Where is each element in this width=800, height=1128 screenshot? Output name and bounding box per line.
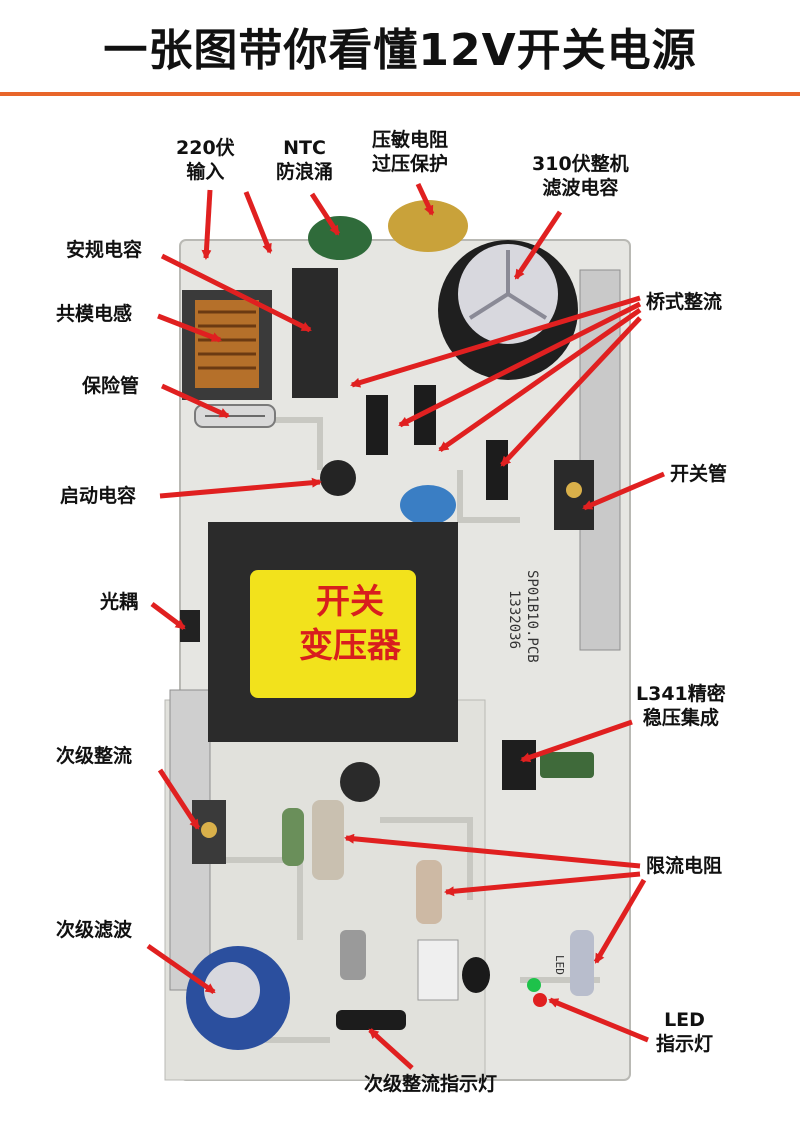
regulator-ic bbox=[502, 740, 536, 790]
label-switch-tube: 开关管 bbox=[670, 463, 728, 485]
safety-capacitor bbox=[292, 268, 338, 398]
label-filter-cap-line-2: 滤波电容 bbox=[542, 177, 619, 199]
label-safety-cap: 安规电容 bbox=[66, 239, 143, 261]
label-sec-led: 次级整流指示灯 bbox=[364, 1073, 498, 1095]
arrow-bridge-2 bbox=[398, 301, 642, 428]
arrow-led bbox=[548, 997, 649, 1043]
label-regulator-line-1: L341精密 bbox=[636, 683, 726, 705]
label-common-mode: 共模电感 bbox=[56, 303, 133, 325]
label-sec-rect: 次级整流 bbox=[56, 745, 133, 767]
green-resistor bbox=[282, 808, 304, 866]
arrow-switch-tube bbox=[582, 471, 665, 511]
arrow-regulator bbox=[520, 719, 633, 763]
label-limit-res: 限流电阻 bbox=[646, 855, 723, 877]
label-filter-cap: 310伏整机 滤波电容 bbox=[532, 152, 629, 200]
choke-winding bbox=[198, 310, 256, 370]
small-electrolytic bbox=[340, 762, 380, 802]
axial-diode bbox=[340, 930, 366, 980]
arrow-limit-res-1 bbox=[344, 833, 641, 869]
arrow-common-mode bbox=[157, 313, 222, 343]
label-led: LED 指示灯 bbox=[656, 1008, 713, 1056]
bridge-diode-3 bbox=[486, 440, 508, 500]
label-bridge: 桥式整流 bbox=[646, 291, 723, 313]
arrow-sec-rect bbox=[157, 768, 201, 830]
label-optocoupler: 光耦 bbox=[100, 591, 139, 613]
ntc-thermistor bbox=[308, 216, 372, 260]
label-ntc-line-2: 防浪涌 bbox=[276, 161, 334, 183]
arrow-limit-res-2 bbox=[444, 871, 641, 897]
arrow-ntc bbox=[309, 192, 341, 236]
transformer-label-line-1: 开关 bbox=[316, 582, 384, 622]
label-ntc: NTC 防浪涌 bbox=[276, 136, 333, 184]
limit-resistor-2 bbox=[416, 860, 442, 924]
transformer-label-line-2: 变压器 bbox=[299, 626, 401, 666]
limit-resistor-1 bbox=[312, 800, 344, 880]
label-sec-filter: 次级滤波 bbox=[56, 919, 133, 941]
start-capacitor bbox=[320, 460, 356, 496]
arrow-bridge-3 bbox=[438, 307, 642, 453]
small-transistor bbox=[462, 957, 490, 993]
label-led-line-1: LED bbox=[664, 1009, 705, 1031]
label-ac-input-line-2: 输入 bbox=[186, 161, 225, 183]
secondary-rectifier-diode bbox=[336, 1010, 406, 1030]
label-varistor-line-2: 过压保护 bbox=[372, 153, 449, 175]
title-underline bbox=[0, 92, 800, 96]
arrow-sec-led bbox=[368, 1028, 414, 1070]
pcb-mark-model: SP01B10.PCB bbox=[524, 570, 540, 663]
blue-capacitor bbox=[400, 485, 456, 525]
arrow-start-cap bbox=[159, 477, 322, 499]
page-title: 一张图带你看懂12V开关电源 bbox=[103, 25, 697, 76]
arrow-bridge-1 bbox=[350, 295, 641, 388]
transformer-coil bbox=[250, 570, 416, 698]
optocoupler bbox=[180, 610, 200, 642]
arrow-fuse bbox=[160, 383, 230, 419]
arrow-varistor bbox=[415, 182, 435, 216]
arrow-ac-input-1 bbox=[201, 189, 213, 260]
label-fuse: 保险管 bbox=[82, 375, 140, 397]
pcb-mark-led: LED bbox=[553, 955, 566, 975]
label-ac-input-line-1: 220伏 bbox=[176, 137, 235, 159]
pcb-mark-code: 1332036 bbox=[506, 590, 522, 649]
arrow-safety-cap bbox=[160, 253, 312, 333]
label-ac-input: 220伏 输入 bbox=[176, 136, 235, 184]
bridge-diode-1 bbox=[366, 395, 388, 455]
arrow-optocoupler bbox=[150, 602, 186, 630]
arrow-filter-cap bbox=[513, 210, 563, 280]
varistor bbox=[388, 200, 468, 252]
label-led-line-2: 指示灯 bbox=[656, 1033, 714, 1055]
callout-arrows bbox=[146, 182, 665, 1070]
label-varistor-line-1: 压敏电阻 bbox=[372, 129, 449, 151]
label-regulator: L341精密 稳压集成 bbox=[636, 682, 726, 730]
arrow-limit-res-3 bbox=[593, 878, 647, 964]
arrow-bridge-4 bbox=[500, 316, 642, 467]
label-regulator-line-2: 稳压集成 bbox=[642, 707, 719, 729]
led-green bbox=[527, 978, 541, 992]
transformer-label: 开关 变压器 bbox=[250, 580, 450, 668]
arrow-ac-input-2 bbox=[243, 191, 273, 254]
label-ntc-line-1: NTC bbox=[283, 137, 326, 159]
output-connector bbox=[417, 939, 459, 1001]
limit-resistor-3 bbox=[570, 930, 594, 996]
label-varistor: 压敏电阻 过压保护 bbox=[372, 128, 448, 176]
label-start-cap: 启动电容 bbox=[60, 485, 137, 507]
label-filter-cap-line-1: 310伏整机 bbox=[532, 153, 629, 175]
led-red bbox=[533, 993, 547, 1007]
arrow-sec-filter bbox=[146, 943, 216, 995]
